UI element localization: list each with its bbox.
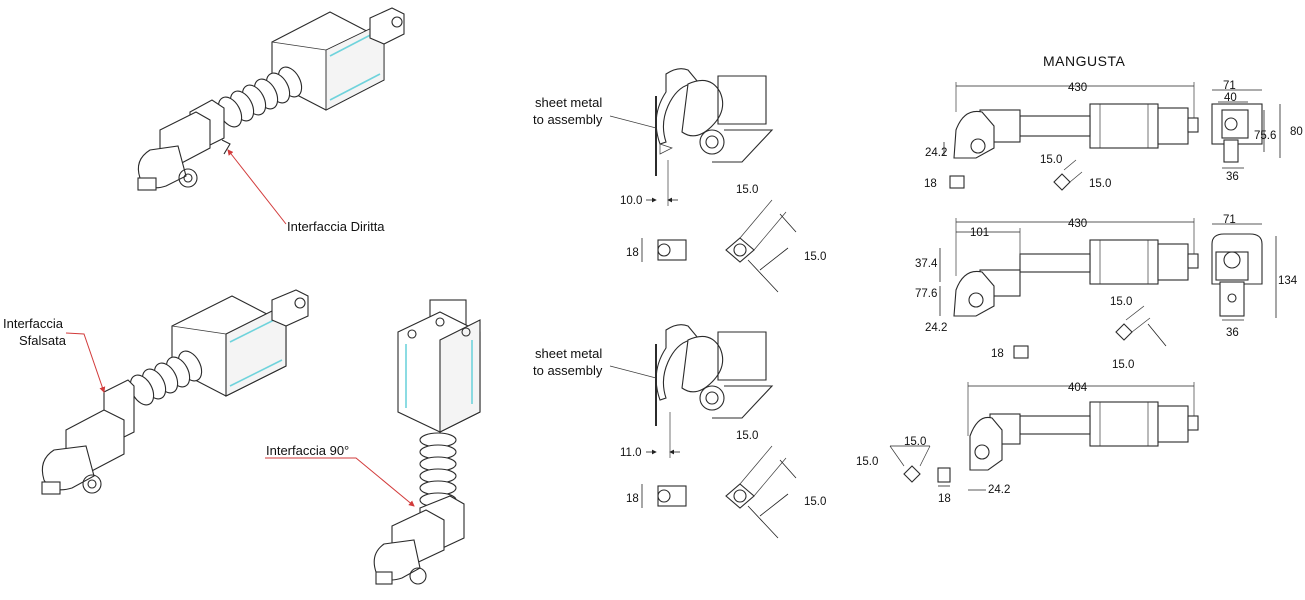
mangusta-view2-height-small: 18	[991, 348, 1004, 360]
straight-interface-leader	[227, 149, 287, 225]
sheet-metal-detail-bottom	[655, 324, 774, 426]
mangusta-view1-length: 430	[1068, 82, 1087, 94]
mangusta-view1-end-width: 71	[1223, 80, 1236, 92]
dim-bottom-diag-b: 15.0	[804, 496, 826, 508]
mangusta-view2-end-height: 134	[1278, 275, 1298, 287]
bellows	[129, 350, 203, 406]
mangusta-view2-end-width: 71	[1223, 214, 1236, 226]
mangusta-view1-end-height: 80	[1290, 126, 1303, 138]
offset-interface-label-line2: Sfalsata	[19, 333, 67, 348]
mangusta-view2-end-view	[1211, 233, 1263, 317]
mangusta-view1-end-inner: 40	[1224, 92, 1237, 104]
mangusta-view3-diag-a: 15.0	[904, 436, 926, 448]
mangusta-view2-h1: 37.4	[915, 258, 938, 270]
mangusta-view2-diag-a: 15.0	[1110, 296, 1132, 308]
mangusta-view2-drawing	[953, 239, 1199, 317]
angle90-interface-label: Interfaccia 90°	[266, 443, 349, 458]
mangusta-view1-height-small: 18	[924, 178, 937, 190]
actuator-straight-illustration	[137, 7, 405, 191]
mangusta-view2-diag-b: 15.0	[1112, 359, 1134, 371]
dim-bottom-diag-a: 15.0	[736, 430, 758, 442]
mangusta-view1-end-view	[1211, 103, 1263, 163]
mangusta-view1-drawing	[953, 103, 1199, 159]
top-section-diamond	[725, 237, 755, 263]
mangusta-view3-height-small: 18	[938, 493, 951, 505]
dim-top-offset: 10.0	[620, 195, 642, 207]
mangusta-view1-end-inner-height: 75.6	[1254, 130, 1276, 142]
top-section-rect	[657, 239, 687, 261]
offset-interface-label-line1: Interfaccia	[3, 316, 64, 331]
mangusta-view1-end-bottom: 36	[1226, 171, 1239, 183]
straight-interface-label: Interfaccia Diritta	[287, 219, 385, 234]
offset-interface-leader	[65, 332, 106, 393]
mangusta-view3-drawing	[969, 401, 1199, 471]
dim-bottom-offset: 11.0	[620, 447, 642, 459]
bottom-section-rect	[657, 485, 687, 507]
mangusta-view2-end-bottom: 36	[1226, 327, 1239, 339]
dim-top-diag-a: 15.0	[736, 184, 758, 196]
dim-top-diag-b: 15.0	[804, 251, 826, 263]
mangusta-view3-length: 404	[1068, 382, 1088, 394]
mangusta-view1-diag-b: 15.0	[1089, 178, 1111, 190]
dim-top-height: 18	[626, 247, 639, 259]
mangusta-view1-diag-a: 15.0	[1040, 154, 1062, 166]
mangusta-view3-offset: 24.2	[988, 484, 1010, 496]
sheet-metal-label-bottom-line1: sheet metal	[535, 346, 602, 361]
sheet-metal-leader-top	[609, 115, 657, 129]
sheet-metal-label-bottom-line2: to assembly	[533, 363, 603, 378]
mangusta-view2-h2: 77.6	[915, 288, 937, 300]
mangusta-view3-diag-b: 15.0	[856, 456, 878, 468]
bellows	[419, 432, 457, 508]
sheet-metal-leader-bottom	[609, 365, 657, 379]
mangusta-view2-reach: 101	[970, 227, 989, 239]
mangusta-view2-offset: 24.2	[925, 322, 947, 334]
bottom-section-diamond	[725, 483, 755, 509]
dim-bottom-height: 18	[626, 493, 639, 505]
actuator-90deg-illustration	[373, 299, 481, 585]
mangusta-view1-offset: 24.2	[925, 147, 947, 159]
sheet-metal-label-top-line1: sheet metal	[535, 95, 602, 110]
sheet-metal-detail-top	[655, 68, 774, 176]
bellows	[217, 66, 303, 128]
mangusta-title: MANGUSTA	[1043, 53, 1125, 69]
sheet-metal-label-top-line2: to assembly	[533, 112, 603, 127]
angle90-interface-leader	[265, 457, 415, 507]
actuator-offset-illustration	[41, 289, 309, 495]
mangusta-view2-length: 430	[1068, 218, 1087, 230]
